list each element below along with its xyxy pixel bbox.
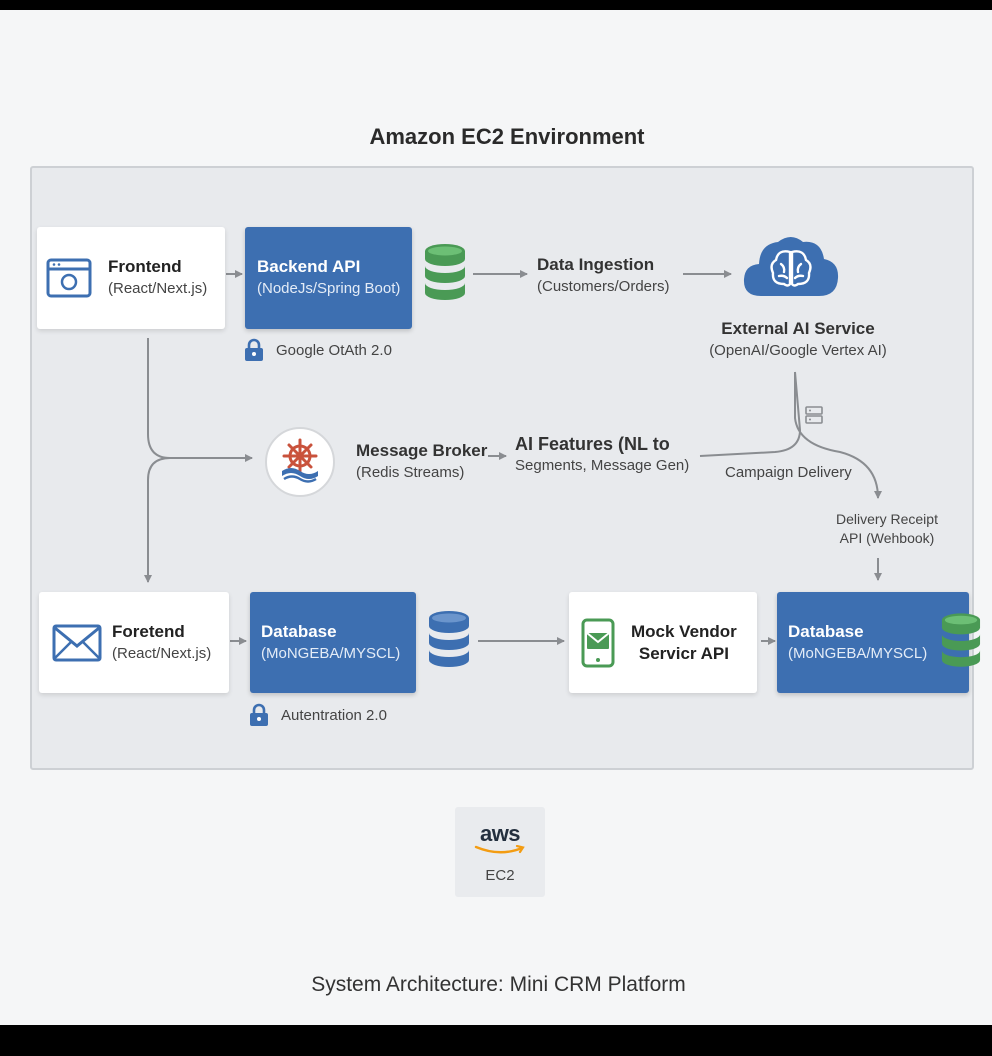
diagram-caption: System Architecture: Mini CRM Platform	[311, 973, 686, 996]
envelope-icon	[52, 624, 102, 661]
aws-ec2-badge: aws EC2	[455, 807, 545, 897]
message-broker-title: Message Broker	[356, 441, 488, 460]
mock-vendor-subtitle: Servicr API	[638, 643, 729, 663]
data-ingestion-title: Data Ingestion	[537, 255, 655, 274]
top-border	[0, 0, 992, 10]
authentication-text: Autentration 2.0	[281, 706, 387, 724]
browser-window-icon	[46, 258, 92, 298]
google-oauth-text: Google OtAth 2.0	[276, 341, 392, 359]
aws-ec2-label: EC2	[485, 867, 515, 884]
authentication-label: Autentration 2.0	[249, 703, 387, 727]
message-broker-subtitle: (Redis Streams)	[356, 464, 465, 481]
mock-vendor-title: Mock Vendor	[631, 621, 737, 641]
mobile-message-icon	[581, 618, 615, 667]
database-icon	[941, 613, 981, 667]
delivery-receipt-line2: API (Wehbook)	[839, 530, 935, 546]
data-ingestion-subtitle: (Customers/Orders)	[537, 278, 670, 295]
database-right-title: Database	[788, 621, 864, 641]
ai-features-subtitle: Segments, Message Gen)	[515, 457, 690, 474]
data-ingestion-node[interactable]: Data Ingestion (Customers/Orders)	[537, 254, 670, 298]
google-oauth-label: Google OtAth 2.0	[244, 338, 392, 362]
connector-frontend-to-bottom	[144, 457, 171, 583]
aws-logo-icon: aws	[479, 821, 521, 846]
aws-smile-icon	[474, 845, 525, 854]
connector-ai-to-receipt	[794, 372, 882, 499]
foretend-subtitle: (React/Next.js)	[112, 644, 212, 662]
database-left-title: Database	[261, 621, 337, 641]
bottom-border	[0, 1025, 992, 1056]
frontend-title: Frontend	[108, 257, 182, 276]
ai-features-title: AI Features (NL to	[515, 434, 670, 454]
frontend-subtitle: (React/Next.js)	[108, 280, 208, 297]
delivery-receipt-line1: Delivery Receipt	[836, 511, 938, 527]
backend-api-subtitle: (NodeJs/Spring Boot)	[257, 280, 401, 297]
foretend-card[interactable]: Foretend (React/Next.js)	[39, 592, 229, 693]
connector-features-to-delivery	[699, 371, 802, 457]
environment-title: Amazon EC2 Environment	[369, 124, 645, 149]
external-ai-node[interactable]: External AI Service (OpenAI/Google Verte…	[698, 318, 898, 362]
delivery-receipt-label: Delivery Receipt API (Wehbook)	[822, 510, 952, 548]
message-broker-node[interactable]: Message Broker (Redis Streams)	[356, 440, 487, 484]
lock-icon	[245, 338, 263, 361]
ai-features-node[interactable]: AI Features (NL to Segments, Message Gen…	[515, 433, 689, 477]
lock-icon	[250, 703, 268, 726]
external-ai-title: External AI Service	[721, 319, 875, 338]
database-icon	[425, 244, 465, 300]
database-left-subtitle: (MoNGEBA/MYSCL)	[261, 644, 401, 662]
database-right-subtitle: (MoNGEBA/MYSCL)	[788, 644, 928, 662]
external-ai-subtitle: (OpenAI/Google Vertex AI)	[709, 342, 887, 359]
database-left-card[interactable]: Database (MoNGEBA/MYSCL)	[250, 592, 416, 693]
database-right-card[interactable]: Database (MoNGEBA/MYSCL)	[777, 592, 969, 693]
server-icon	[805, 406, 823, 424]
backend-api-card[interactable]: Backend API (NodeJs/Spring Boot)	[245, 227, 412, 329]
campaign-delivery-label: Campaign Delivery	[725, 462, 852, 484]
ship-wheel-icon	[265, 427, 335, 497]
campaign-delivery-text: Campaign Delivery	[725, 464, 852, 481]
database-icon	[429, 611, 469, 667]
frontend-card[interactable]: Frontend (React/Next.js)	[37, 227, 225, 329]
foretend-title: Foretend	[112, 621, 185, 641]
mock-vendor-card[interactable]: Mock Vendor Servicr API	[569, 592, 757, 693]
connector-frontend-down	[147, 338, 253, 462]
backend-api-title: Backend API	[257, 257, 361, 276]
cloud-brain-icon	[743, 237, 839, 296]
